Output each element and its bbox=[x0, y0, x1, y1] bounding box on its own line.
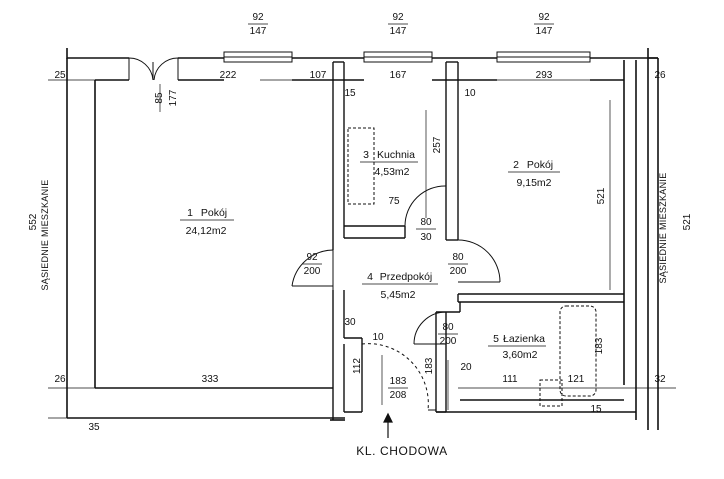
window-1-width: 92 bbox=[252, 12, 264, 23]
interior-walls bbox=[332, 61, 624, 420]
dim-bottom-right-wall: 32 bbox=[654, 374, 666, 385]
dim-door-200-a: 200 bbox=[304, 266, 321, 277]
room-label-2: 2 Pokój 9,15m2 bbox=[508, 159, 560, 189]
dim-room1-bottom: 333 bbox=[202, 374, 219, 385]
fixtures bbox=[347, 127, 597, 407]
window-2-width: 92 bbox=[392, 12, 404, 23]
dim-room1-top: 222 bbox=[220, 70, 237, 81]
dim-bath-15: 15 bbox=[590, 404, 602, 415]
dim-door-200-b: 200 bbox=[450, 266, 467, 277]
room-label-3: 3 Kuchnia 4,53m2 bbox=[360, 149, 418, 178]
room-label-1: 1 Pokój 24,12m2 bbox=[180, 207, 234, 237]
dim-door-80-b: 80 bbox=[442, 322, 454, 333]
dim-door-85: 85 bbox=[154, 92, 165, 104]
dim-bath-183: 183 bbox=[594, 337, 605, 354]
window-3-height: 147 bbox=[536, 26, 553, 37]
dim-entry-183: 183 bbox=[390, 376, 407, 387]
dim-wall-15: 15 bbox=[344, 88, 356, 99]
windows bbox=[223, 51, 591, 63]
room-label-4: 4 Przedpokój 5,45m2 bbox=[362, 271, 438, 301]
dim-top-right-wall: 26 bbox=[654, 70, 666, 81]
dim-left-height: 552 bbox=[28, 213, 39, 230]
dim-kitchen-257: 257 bbox=[432, 136, 443, 153]
doors bbox=[128, 57, 501, 412]
dim-wall-20: 20 bbox=[460, 362, 472, 373]
dim-door-200-c: 200 bbox=[440, 336, 457, 347]
room-1-name: Pokój bbox=[201, 207, 227, 219]
dim-door-80-a: 80 bbox=[452, 252, 464, 263]
neighbor-label-left: SĄSIEDNIE MIESZKANIE bbox=[40, 179, 50, 290]
dim-door-80-30-b: 30 bbox=[420, 232, 432, 243]
dim-room2-height: 521 bbox=[596, 187, 607, 204]
room-label-5: 5 Łazienka 3,60m2 bbox=[488, 333, 546, 361]
room-4-name: Przedpokój bbox=[380, 271, 433, 283]
room-4-area: 5,45m2 bbox=[380, 289, 415, 301]
dim-door-80-30-a: 80 bbox=[420, 217, 432, 228]
dim-door-92: 92 bbox=[306, 252, 318, 263]
dim-hall-183: 183 bbox=[424, 357, 435, 374]
room-3-name: Kuchnia bbox=[377, 149, 415, 161]
entrance-arrow bbox=[383, 412, 393, 438]
dim-entry-208: 208 bbox=[390, 390, 407, 401]
dim-door-177: 177 bbox=[168, 89, 179, 106]
dim-top-left-wall: 25 bbox=[54, 70, 66, 81]
dim-wall-10: 10 bbox=[464, 88, 476, 99]
room-5-number: 5 bbox=[493, 333, 499, 345]
dim-bath-111: 111 bbox=[502, 374, 518, 385]
window-3-width: 92 bbox=[538, 12, 550, 23]
entrance-label: KL. CHODOWA bbox=[356, 444, 448, 458]
dim-wall-30: 30 bbox=[344, 317, 356, 328]
window-1-height: 147 bbox=[250, 26, 267, 37]
kitchen-unit bbox=[347, 127, 375, 205]
room-3-area: 4,53m2 bbox=[374, 166, 409, 178]
room-2-number: 2 bbox=[513, 159, 519, 171]
dim-bottom-left-wall: 26 bbox=[54, 374, 66, 385]
room-3-number: 3 bbox=[363, 149, 369, 161]
room-1-number: 1 bbox=[187, 207, 193, 219]
dim-wall-10-b: 10 bbox=[372, 332, 384, 343]
bathtub bbox=[559, 305, 597, 397]
dim-kitchen-75: 75 bbox=[388, 196, 400, 207]
dim-bath-121: 121 bbox=[568, 374, 585, 385]
room-4-number: 4 bbox=[367, 271, 373, 283]
dim-kitchen-top: 167 bbox=[390, 70, 407, 81]
dimension-lines bbox=[48, 79, 676, 419]
room-2-area: 9,15m2 bbox=[516, 177, 551, 189]
dim-top-107: 107 bbox=[310, 70, 327, 81]
room-2-name: Pokój bbox=[527, 159, 553, 171]
washbasin bbox=[539, 379, 563, 407]
dim-room2-top: 293 bbox=[536, 70, 553, 81]
neighbor-label-right: SĄSIEDNIE MIESZKANIE bbox=[658, 172, 668, 283]
room-5-name: Łazienka bbox=[503, 333, 545, 345]
dim-right-height: 521 bbox=[682, 213, 693, 230]
room-1-area: 24,12m2 bbox=[186, 225, 227, 237]
dim-bottom-35: 35 bbox=[88, 422, 100, 433]
room-5-area: 3,60m2 bbox=[502, 349, 537, 361]
window-2-height: 147 bbox=[390, 26, 407, 37]
dim-hall-112: 112 bbox=[352, 358, 363, 374]
